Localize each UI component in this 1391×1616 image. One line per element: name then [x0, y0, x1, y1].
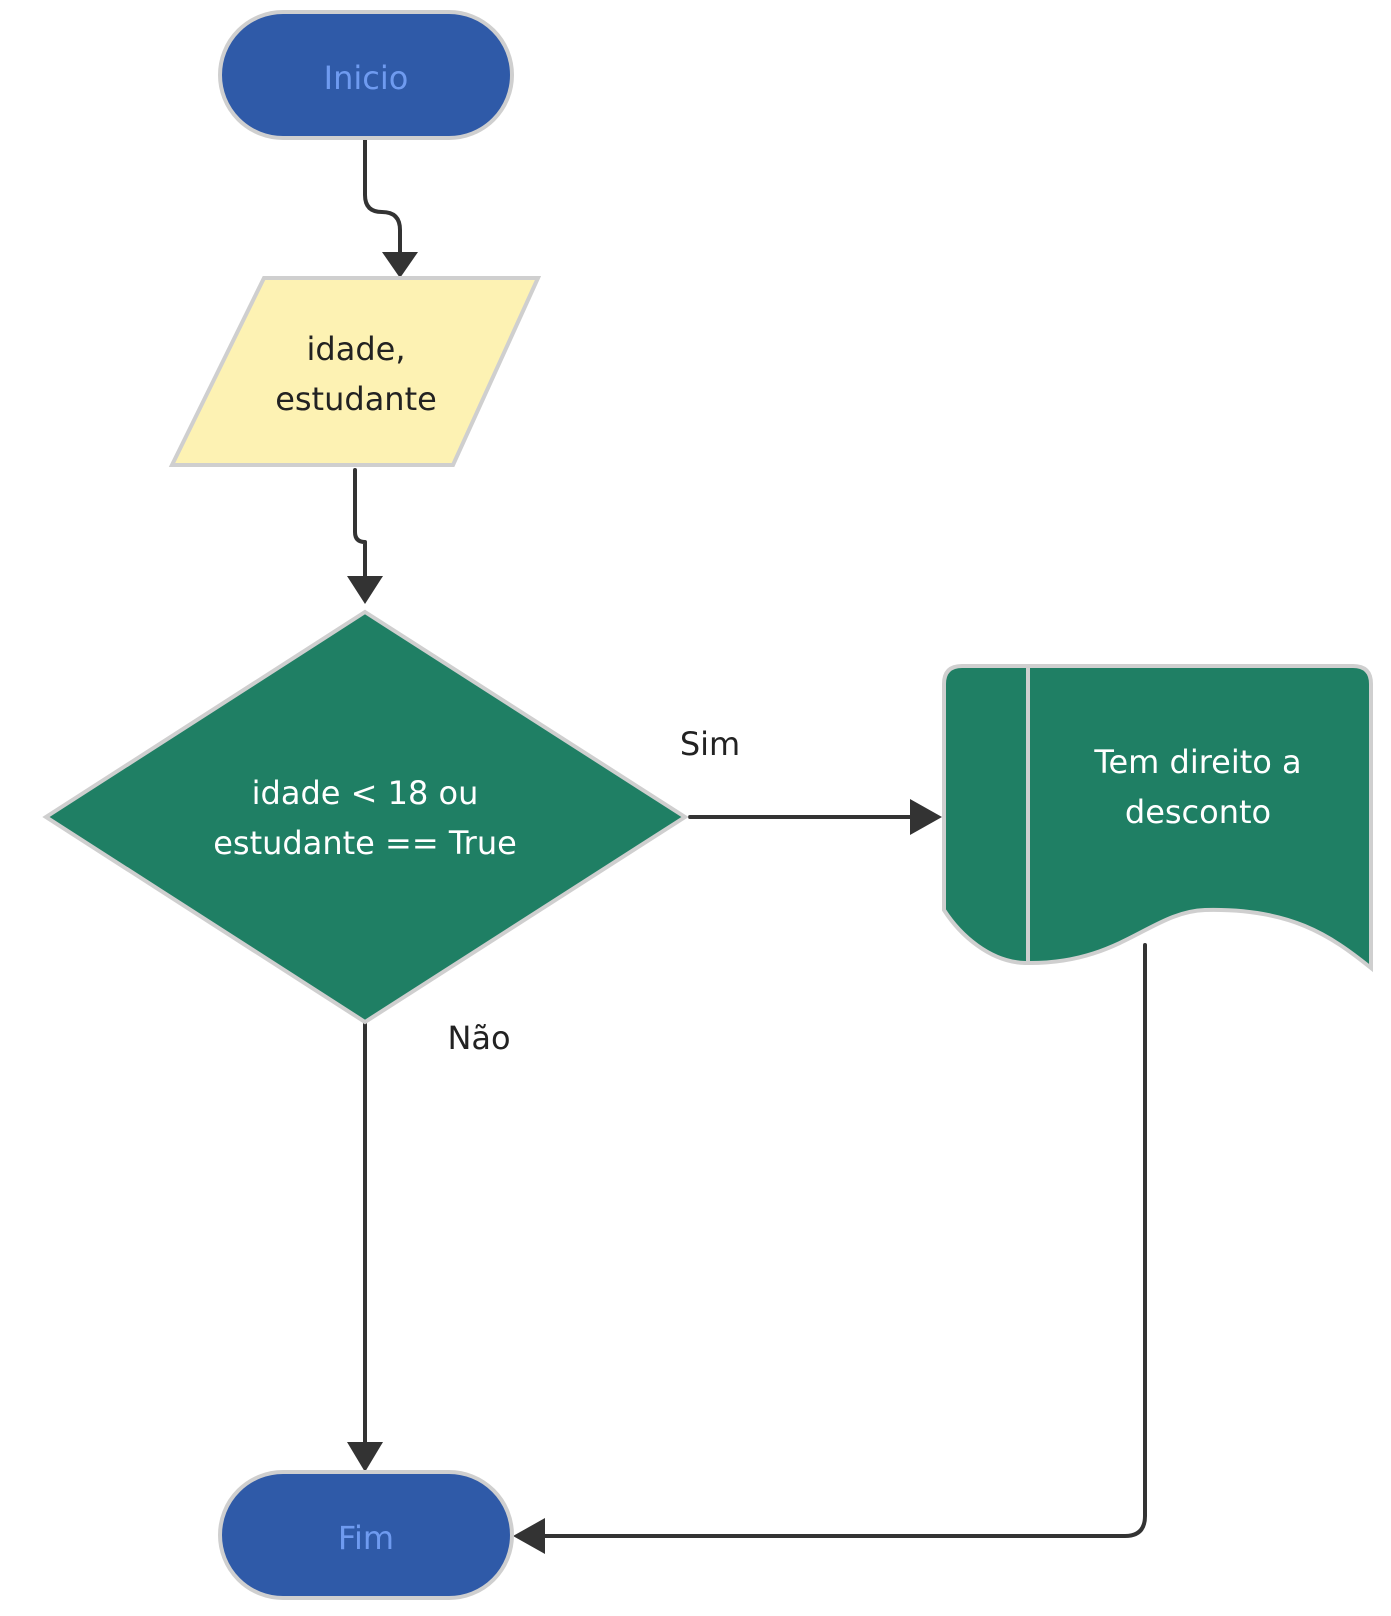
start-terminal-shape	[218, 10, 514, 140]
start-node[interactable]: Inicio	[218, 10, 514, 140]
arrowhead-end-from-decision	[347, 1442, 383, 1472]
input-parallelogram-shape	[168, 276, 542, 467]
output-node[interactable]: Tem direito a desconto	[942, 664, 1373, 973]
decision-node-label-line-1: idade < 18 ou	[252, 774, 479, 812]
output-document-shape	[942, 664, 1373, 973]
end-terminal-shape	[218, 1470, 514, 1600]
arrowhead-end-from-output	[513, 1518, 545, 1554]
input-node-label-line-2: estudante	[275, 380, 437, 418]
decision-node[interactable]: idade < 18 ou estudante == True	[42, 609, 689, 1025]
input-node[interactable]: idade, estudante	[168, 276, 542, 467]
edge-label-no: Não	[447, 1019, 510, 1057]
end-node[interactable]: Fim	[218, 1470, 514, 1600]
decision-node-label-line-2: estudante == True	[213, 824, 517, 862]
input-node-label-line-1: idade,	[307, 330, 406, 368]
edge-output-to-end	[533, 943, 1147, 1538]
edges	[347, 138, 1147, 1554]
arrowhead-input	[382, 252, 418, 278]
arrowhead-decision	[347, 576, 383, 604]
output-node-label-line-1: Tem direito a	[1093, 743, 1301, 781]
end-node-label: Fim	[338, 1519, 394, 1557]
edge-input-to-decision	[353, 468, 367, 587]
decision-diamond-shape	[42, 609, 689, 1025]
start-node-label: Inicio	[324, 59, 409, 97]
arrowhead-output	[910, 799, 942, 835]
edge-label-yes: Sim	[680, 725, 740, 763]
output-node-label-line-2: desconto	[1125, 793, 1271, 831]
edge-start-to-input	[363, 138, 402, 264]
